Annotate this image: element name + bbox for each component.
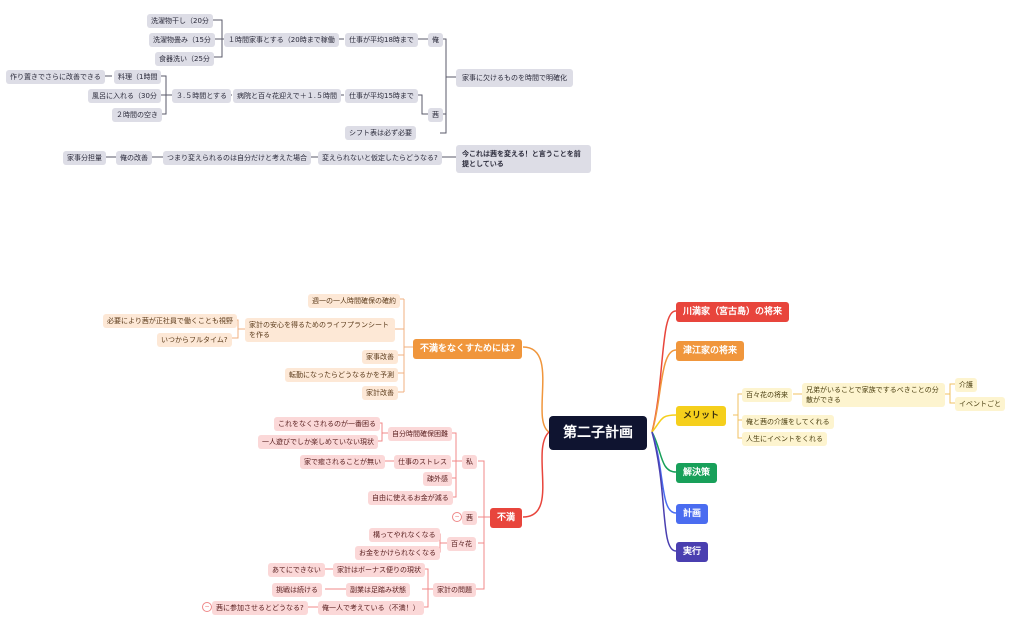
node-shigoto18[interactable]: 仕事が平均18時まで	[345, 33, 418, 47]
collapse-toggle-sanka[interactable]: −	[202, 602, 212, 612]
nakusu-kaji-kaizen[interactable]: 家事改善	[362, 350, 398, 364]
node-kaji-bunpo[interactable]: 家事分担量	[63, 151, 106, 165]
fuman-jiyu-okane[interactable]: 自由に使えるお金が減る	[368, 491, 453, 505]
branch-jikko[interactable]: 実行	[676, 542, 709, 562]
node-shift[interactable]: シフト表は必ず必要	[345, 126, 416, 140]
fuman-shigoto-stress[interactable]: 仕事のストレス	[394, 455, 451, 469]
fuman-hitori-asobi[interactable]: 一人遊びでしか楽しめていない現状	[258, 435, 378, 449]
fuman-kore-nakusareru[interactable]: これをなくされるのが一番困る	[274, 417, 380, 431]
fuman-kamatte[interactable]: 構ってやれなくなる	[369, 528, 440, 542]
node-sentaku-hoshi[interactable]: 洗濯物干し（20分	[147, 14, 213, 28]
node-sentaku-tatami[interactable]: 洗濯物畳み（15分	[149, 33, 215, 47]
node-kaji-kakeru[interactable]: 家事に欠けるものを時間で明確化	[456, 69, 573, 87]
fuman-akane-sanka[interactable]: 茜に参加させるとどうなる?	[212, 601, 308, 615]
nakusu-kakei-anshin[interactable]: 家計の安心を得るためのライフプランシートを作る	[245, 318, 395, 342]
fuman-fukugyo[interactable]: 副業は足踏み状態	[346, 583, 410, 597]
nakusu-hitsuyo[interactable]: 必要により茜が正社員で働くことも視野	[103, 314, 237, 328]
fuman-jibun-jikan[interactable]: 自分時間確保困難	[388, 427, 452, 441]
branch-fuman-nakusu[interactable]: 不満をなくすためには?	[413, 339, 523, 359]
branch-keikaku[interactable]: 計画	[676, 504, 709, 524]
branch-merit[interactable]: メリット	[676, 406, 727, 426]
merit-jinsei-event[interactable]: 人生にイベントをくれる	[742, 432, 827, 446]
node-byoin[interactable]: 病院と百々花迎えで＋１.５時間	[233, 89, 342, 103]
merit-momoka-shorai[interactable]: 百々花の将来	[742, 388, 792, 402]
fuman-bonus[interactable]: 家計はボーナス便りの現状	[333, 563, 425, 577]
branch-fuman[interactable]: 不満	[490, 508, 523, 528]
fuman-ate[interactable]: あてにできない	[268, 563, 325, 577]
fuman-sogai[interactable]: 疎外感	[423, 472, 452, 486]
fuman-momoka[interactable]: 百々花	[447, 537, 476, 551]
merit-ore-akane-kaigo[interactable]: 俺と茜の介護をしてくれる	[742, 415, 834, 429]
fuman-akane[interactable]: 茜	[462, 511, 477, 525]
node-shokki[interactable]: 食器洗い（25分	[155, 52, 214, 66]
fuman-ore-hitori[interactable]: 俺一人で考えている（不満！）	[318, 601, 424, 615]
node-ryori[interactable]: 料理（1時間	[114, 70, 162, 84]
node-furo[interactable]: 風呂に入れる（30分	[88, 89, 161, 103]
node-shigoto15[interactable]: 仕事が平均15時まで	[345, 89, 418, 103]
node-tsumari[interactable]: つまり変えられるのは自分だけと考えた場合	[163, 151, 311, 165]
root-node[interactable]: 第二子計画	[549, 416, 647, 450]
fuman-watashi[interactable]: 私	[462, 455, 477, 469]
node-ore[interactable]: 俺	[428, 33, 443, 47]
nakusu-shuichi[interactable]: 週一の一人時間確保の確約	[308, 294, 400, 308]
merit-event-goto[interactable]: イベントごと	[955, 397, 1005, 411]
nakusu-tenkin[interactable]: 転勤になったらどうなるかを予測	[285, 368, 398, 382]
nakusu-kakei-kaizen[interactable]: 家計改善	[362, 386, 398, 400]
node-akane-top[interactable]: 茜	[428, 108, 443, 122]
node-ore-kaizen[interactable]: 俺の改善	[116, 151, 152, 165]
fuman-chosen[interactable]: 挑戦は続ける	[272, 583, 322, 597]
node-three-half[interactable]: ３.５時間とする	[172, 89, 232, 103]
branch-kawamitsu[interactable]: 川満家（宮古島）の将来	[676, 302, 790, 322]
collapse-toggle-akane[interactable]: −	[452, 512, 462, 522]
fuman-okane-kake[interactable]: お金をかけられなくなる	[355, 546, 440, 560]
node-tsukurioki[interactable]: 作り置きでさらに改善できる	[6, 70, 105, 84]
fuman-kakei-mondai[interactable]: 家計の問題	[433, 583, 476, 597]
node-two-hour[interactable]: ２時間の空き	[112, 108, 162, 122]
branch-tsue[interactable]: 津江家の将来	[676, 341, 745, 361]
node-one-hour[interactable]: １時間家事とする（20時まで稼働	[224, 33, 339, 47]
node-ima-kore[interactable]: 今これは茜を変える！と言うことを前提としている	[456, 145, 591, 173]
node-kaerarenai[interactable]: 変えられないと仮定したらどうなる?	[318, 151, 442, 165]
branch-kaiketsu[interactable]: 解決策	[676, 463, 718, 483]
fuman-ie-iyasare[interactable]: 家で癒されることが無い	[300, 455, 385, 469]
nakusu-itsukara[interactable]: いつからフルタイム?	[157, 333, 232, 347]
merit-kaigo[interactable]: 介護	[955, 378, 977, 392]
merit-kyodai[interactable]: 兄弟がいることで家族でするべきことの分散ができる	[802, 383, 945, 407]
